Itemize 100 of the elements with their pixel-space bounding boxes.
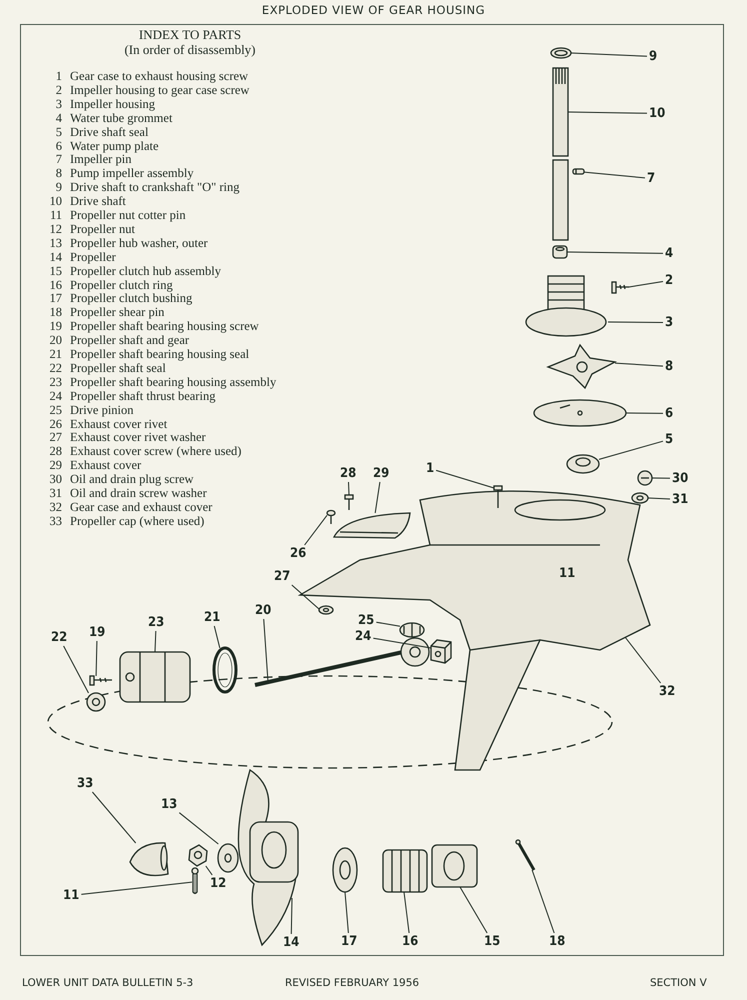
part-name: Pump impeller assembly — [70, 166, 194, 180]
part-number: 6 — [54, 138, 62, 152]
plate-drawing — [533, 399, 627, 427]
leader-line — [532, 870, 555, 934]
callout-number: 24 — [354, 629, 372, 644]
seal-drawing — [86, 692, 106, 712]
callout-number: 30 — [671, 471, 690, 486]
part-number: 12 — [48, 222, 62, 236]
pin-drawing — [191, 867, 199, 894]
leader-line — [263, 618, 268, 682]
screw-drawing — [89, 675, 113, 686]
leader-line — [652, 478, 670, 479]
washer-drawing — [217, 843, 239, 873]
part-number: 7 — [54, 152, 62, 166]
seal-drawing — [566, 454, 600, 474]
bulletin-number: LOWER UNIT DATA BULLETIN 5-3 — [22, 977, 194, 989]
bushing-drawing — [332, 847, 358, 893]
cap-drawing — [129, 842, 169, 876]
part-name: Gear case to exhaust housing screw — [70, 69, 248, 83]
leader-line — [80, 882, 192, 895]
washer-drawing — [318, 605, 334, 615]
part-marking: 11 — [558, 566, 576, 581]
part-name: Impeller pin — [70, 152, 132, 166]
part-name: Propeller shaft bearing housing assembly — [70, 374, 276, 389]
screw-drawing — [611, 281, 630, 294]
part-name: Drive pinion — [70, 402, 134, 417]
part-number: 5 — [54, 124, 62, 139]
leader-line — [404, 892, 410, 934]
part-number: 32 — [48, 500, 62, 514]
leader-line — [598, 440, 664, 460]
bearing-drawing — [430, 639, 452, 664]
washer-drawing — [631, 492, 649, 504]
callout-number: 31 — [671, 492, 690, 507]
leader-line — [291, 584, 320, 610]
callout-number: 26 — [289, 546, 308, 561]
part-name: Propeller clutch hub assembly — [70, 264, 222, 278]
part-number: 4 — [54, 110, 62, 125]
part-number: 9 — [54, 180, 62, 194]
callout-number: 21 — [203, 610, 222, 625]
leader-line — [628, 281, 664, 288]
part-name: Propeller nut cotter pin — [70, 208, 186, 222]
part-name: Water tube grommet — [70, 110, 172, 125]
part-number: 23 — [48, 374, 62, 389]
callout-number: 23 — [147, 615, 166, 630]
callout-number: 1 — [425, 461, 436, 476]
pinion-drawing — [399, 622, 425, 638]
ring-drawing — [212, 646, 238, 694]
leader-line — [570, 52, 648, 57]
leader-line — [624, 636, 662, 684]
part-number: 31 — [48, 486, 62, 500]
part-number: 11 — [48, 208, 62, 222]
part-number: 22 — [48, 360, 62, 375]
part-name: Propeller shear pin — [70, 305, 164, 320]
leader-line — [214, 626, 220, 648]
part-name: Propeller shaft thrust bearing — [70, 388, 216, 403]
part-name: Exhaust cover rivet — [70, 416, 168, 430]
screw-drawing — [493, 485, 503, 508]
callout-number: 32 — [658, 684, 676, 699]
part-number: 16 — [48, 278, 62, 292]
part-name: Exhaust cover screw (where used) — [70, 444, 242, 458]
callout-number: 9 — [648, 49, 658, 64]
part-number: 13 — [48, 236, 62, 250]
leader-line — [154, 630, 156, 652]
leader-line — [608, 322, 664, 323]
part-number: 20 — [48, 333, 62, 348]
part-number: 33 — [48, 514, 62, 528]
part-name: Exhaust cover rivet washer — [70, 430, 206, 444]
diagram-title: EXPLODED VIEW OF GEAR HOUSING — [260, 3, 486, 17]
callout-number: 4 — [664, 246, 674, 261]
part-name: Propeller nut — [70, 222, 135, 236]
part-name: Drive shaft seal — [70, 124, 148, 139]
callout-number: 7 — [646, 171, 656, 186]
callout-number: 16 — [401, 934, 420, 949]
callout-number: 20 — [254, 603, 272, 618]
callout-number: 15 — [483, 934, 502, 949]
leader-line — [63, 646, 89, 694]
part-number: 19 — [48, 319, 62, 334]
plug-drawing — [637, 470, 653, 486]
part-number: 14 — [48, 250, 62, 264]
hub-drawing — [431, 844, 478, 888]
callout-number: 25 — [357, 613, 376, 628]
index-heading: INDEX TO PARTS — [138, 27, 242, 42]
callout-number: 2 — [664, 273, 674, 288]
callout-number: 27 — [273, 569, 292, 584]
part-name: Propeller clutch bushing — [70, 291, 192, 306]
housing-drawing — [119, 651, 191, 703]
part-name: Propeller shaft bearing housing screw — [70, 319, 259, 334]
housing-drawing — [525, 275, 607, 337]
callout-number: 3 — [664, 315, 674, 330]
leader-line — [92, 792, 136, 844]
callout-number: 12 — [209, 876, 228, 891]
part-number: 28 — [48, 444, 62, 458]
part-number: 17 — [48, 291, 62, 306]
leader-line — [460, 886, 488, 934]
section-number: SECTION V — [650, 977, 707, 989]
part-name: Propeller — [70, 250, 116, 264]
callout-number: 5 — [664, 432, 674, 447]
part-number: 3 — [54, 96, 62, 111]
nut-drawing — [188, 844, 208, 867]
cover-drawing — [333, 512, 411, 539]
